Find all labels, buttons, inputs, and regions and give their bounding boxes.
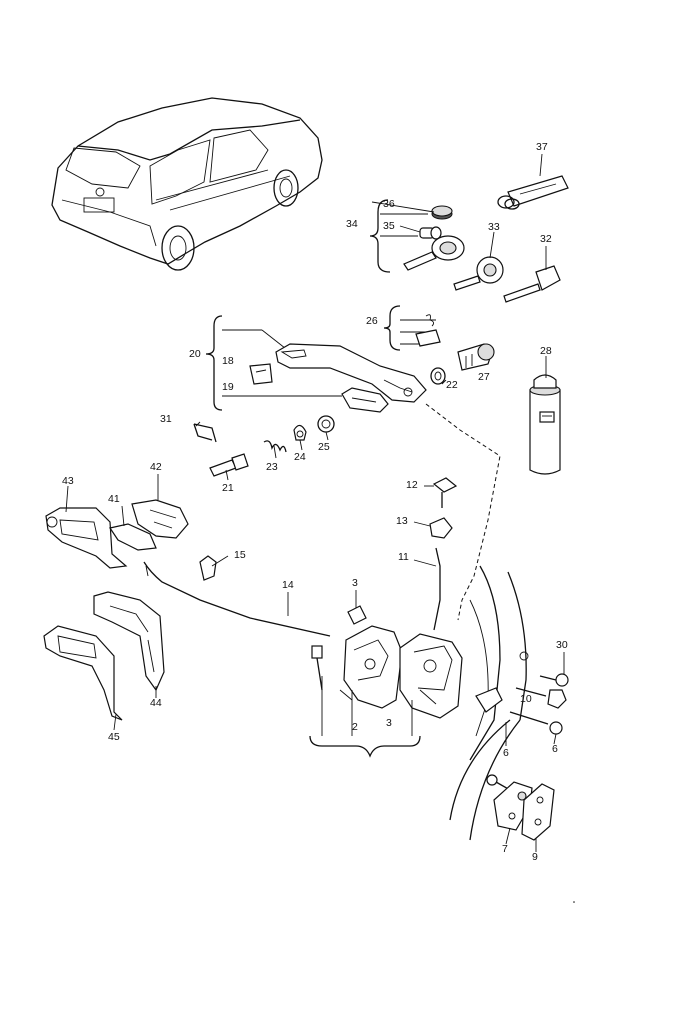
- label-42: 42: [150, 461, 162, 473]
- handle-carrier-19: [341, 387, 389, 413]
- label-2: 2: [352, 721, 358, 733]
- lock-mechanism-2: [339, 625, 403, 709]
- speck: [573, 901, 575, 903]
- bracket-34: [369, 199, 428, 273]
- lever-21: [209, 453, 249, 477]
- handle-41: [109, 523, 157, 551]
- label-22: 22: [446, 379, 458, 391]
- label-36: 36: [383, 198, 395, 210]
- label-45: 45: [108, 731, 120, 743]
- key-fob-37: [497, 175, 569, 210]
- spring-23: [263, 440, 287, 453]
- key-32: [503, 265, 561, 303]
- label-9: 9: [532, 851, 538, 863]
- label-11: 11: [398, 551, 409, 563]
- label-13: 13: [396, 515, 408, 527]
- label-6-left: 6: [503, 747, 509, 759]
- screw-6-right: [509, 711, 563, 735]
- label-6-right: 6: [552, 743, 558, 755]
- label-14: 14: [282, 579, 294, 591]
- clip-31: [193, 423, 217, 443]
- label-33: 33: [488, 221, 500, 233]
- door-handle-20: [275, 343, 427, 403]
- clip-3-top: [347, 605, 367, 625]
- label-26: 26: [366, 315, 378, 327]
- label-20: 20: [189, 348, 201, 360]
- spring-25: [317, 415, 335, 433]
- key-33: [453, 256, 504, 291]
- label-21: 21: [222, 482, 234, 494]
- key-blank-34: [403, 235, 465, 271]
- clip-15: [199, 555, 217, 581]
- handle-bracket-42: [131, 499, 189, 539]
- leader-lines: [65, 153, 565, 852]
- callout-labels: 37 36 34 35 33 32 26 20 18 28 27 22 19 3…: [62, 141, 568, 863]
- label-15: 15: [234, 549, 246, 561]
- bolt-2: [311, 645, 323, 691]
- label-7: 7: [502, 843, 508, 855]
- label-43: 43: [62, 475, 74, 487]
- label-35: 35: [383, 220, 395, 232]
- spray-can-28: [529, 374, 561, 475]
- label-32: 32: [540, 233, 552, 245]
- cable-route: [425, 403, 501, 621]
- label-18: 18: [222, 355, 234, 367]
- car-illustration: [51, 97, 323, 271]
- label-3-bottom: 3: [386, 717, 392, 729]
- label-27: 27: [478, 371, 490, 383]
- label-12: 12: [406, 479, 418, 491]
- label-41: 41: [108, 493, 120, 505]
- lock-mechanism-3: [399, 633, 463, 719]
- label-3-top: 3: [352, 577, 358, 589]
- guide-13: [429, 517, 453, 539]
- label-31: 31: [160, 413, 172, 425]
- nut-10: [515, 687, 567, 709]
- screw-30: [539, 673, 569, 687]
- lock-cylinder-27: [457, 343, 495, 371]
- bracket-bottom: [309, 676, 421, 758]
- rod-14: [143, 561, 331, 637]
- button-12: [432, 477, 458, 508]
- label-37: 37: [536, 141, 548, 153]
- plate-9: [521, 783, 555, 841]
- label-25: 25: [318, 441, 330, 453]
- label-19: 19: [222, 381, 234, 393]
- screw-6-left: [486, 774, 511, 791]
- label-24: 24: [294, 451, 306, 463]
- handle-trim-43: [45, 507, 128, 569]
- label-34: 34: [346, 218, 358, 230]
- label-28: 28: [540, 345, 552, 357]
- label-30: 30: [556, 639, 568, 651]
- seal-22: [430, 367, 446, 385]
- door-frame: [449, 565, 529, 841]
- label-10: 10: [520, 693, 532, 705]
- cap-36: [431, 205, 453, 220]
- bracket-26: [383, 305, 441, 351]
- insert-18: [249, 363, 273, 385]
- label-44: 44: [150, 697, 162, 709]
- bulb-35: [419, 226, 442, 240]
- label-23: 23: [266, 461, 278, 473]
- spring-24: [293, 424, 307, 441]
- handle-trim-45: [43, 625, 123, 721]
- rod-11: [433, 547, 441, 631]
